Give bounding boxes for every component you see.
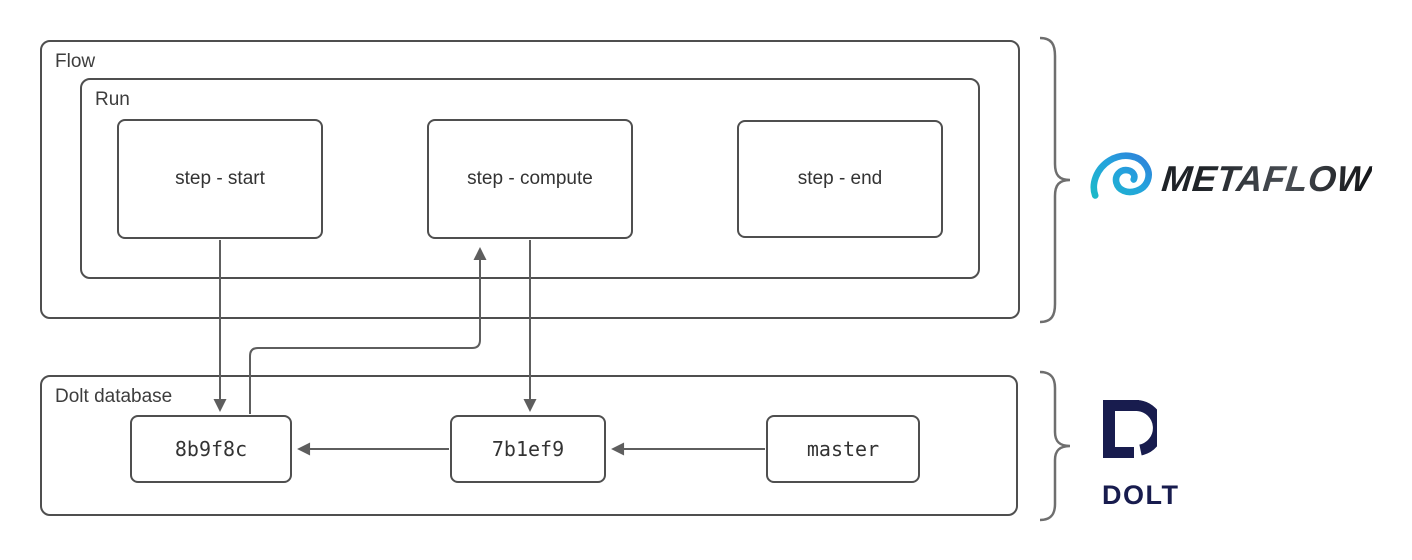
step-start-box: step - start	[117, 119, 323, 239]
metaflow-logo-text: METAFLOW	[1159, 158, 1374, 199]
dolt-brace	[1039, 370, 1071, 522]
branch-master-box: master	[766, 415, 920, 483]
commit-8b9f8c-label: 8b9f8c	[174, 437, 248, 461]
step-start-label: step - start	[175, 168, 265, 189]
commit-7b1ef9-box: 7b1ef9	[450, 415, 606, 483]
step-compute-box: step - compute	[427, 119, 633, 239]
commit-8b9f8c-box: 8b9f8c	[130, 415, 292, 483]
metaflow-brace	[1039, 36, 1071, 324]
dolt-logo: DOLT	[1101, 398, 1191, 511]
run-label: Run	[95, 89, 130, 110]
branch-master-label: master	[806, 437, 880, 461]
step-end-box: step - end	[737, 120, 943, 238]
dolt-logo-icon	[1103, 400, 1157, 458]
commit-7b1ef9-label: 7b1ef9	[491, 437, 565, 461]
step-compute-label: step - compute	[467, 168, 593, 189]
dolt-database-label: Dolt database	[55, 386, 173, 407]
flow-label: Flow	[55, 51, 96, 72]
step-end-label: step - end	[797, 168, 883, 189]
metaflow-logo-icon	[1090, 152, 1152, 199]
metaflow-logo: METAFLOW	[1088, 146, 1374, 212]
dolt-logo-text: DOLT	[1102, 480, 1180, 510]
